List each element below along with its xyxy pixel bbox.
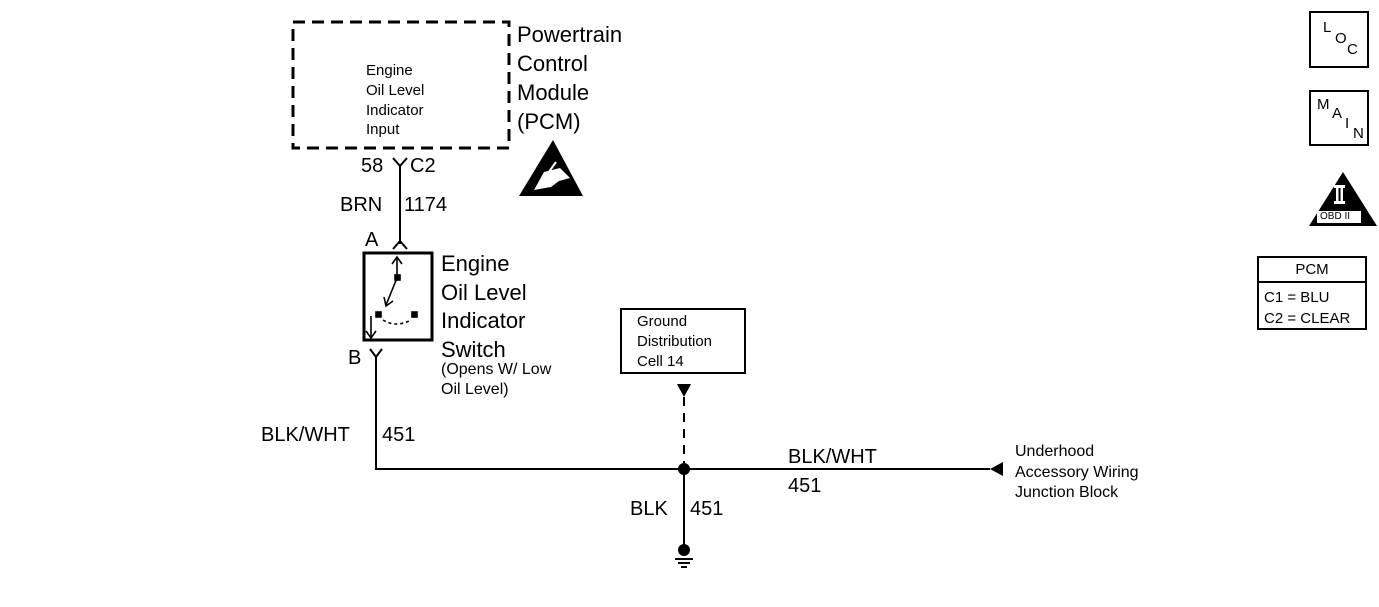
switch-title: Engine Oil Level Indicator Switch: [441, 250, 527, 364]
main-letter: M: [1317, 96, 1330, 113]
ground-distribution-label: Ground Distribution Cell 14: [637, 312, 712, 372]
pcm-connector-legend: PCM C1 = BLU C2 = CLEAR: [1257, 256, 1367, 330]
wire-brn-circuit: 1174: [404, 194, 448, 216]
switch-connector-b: [369, 348, 383, 359]
switch-title-line: Engine: [441, 251, 510, 276]
obd-ii-badge: [1309, 172, 1377, 226]
switch-title-line: Switch: [441, 336, 506, 362]
main-letter: A: [1332, 105, 1343, 122]
ground-distribution-box: [620, 308, 746, 374]
junction-block-line: Accessory Wiring: [1015, 463, 1139, 481]
pcm-input-line: Input: [366, 121, 400, 139]
obd-ii-numeral: II: [1329, 176, 1330, 177]
switch-contact-symbol: [365, 255, 418, 340]
loc-badge[interactable]: L O C: [1309, 11, 1369, 68]
main-letter: N: [1353, 125, 1364, 142]
esd-warning-icon: [519, 140, 583, 196]
switch-note-line: Oil Level): [441, 381, 509, 398]
loc-letter: O: [1335, 30, 1347, 47]
oil-level-switch-body: [362, 251, 434, 342]
pcm-title-line: Powertrain: [517, 22, 623, 47]
pcm-title: Powertrain Control Module (PCM): [517, 20, 622, 136]
junction-block-line: Underhood: [1015, 443, 1095, 460]
ground-distribution-line: Distribution: [637, 333, 713, 350]
wire-left-color: BLK/WHT: [261, 424, 350, 446]
pcm-legend-row: C2 = CLEAR: [1264, 310, 1351, 327]
pcm-input-line: Engine: [366, 62, 413, 79]
pcm-pin-number: 58: [361, 155, 384, 177]
obd-ii-label: OBD II: [1320, 211, 1351, 222]
wire-ground-circuit: 451: [690, 498, 724, 520]
pcm-connector-pin: [392, 157, 408, 168]
switch-terminal-b: B: [348, 347, 362, 369]
switch-terminal-a: A: [365, 229, 379, 251]
loc-letter: C: [1347, 41, 1358, 58]
switch-title-line: Indicator: [441, 308, 526, 333]
ground-cell-arrow-icon: [677, 384, 691, 397]
ground-symbol-icon: [675, 544, 693, 568]
pcm-connector-id: C2: [410, 155, 436, 177]
junction-block-arrow-icon: [990, 462, 1003, 476]
switch-title-line: Oil Level: [441, 279, 527, 305]
wire-ground-color: BLK: [630, 498, 668, 520]
wire-blk-wht-451-left: [375, 357, 684, 470]
loc-letter: L: [1323, 19, 1332, 36]
pcm-input-line: Indicator: [366, 101, 424, 119]
pcm-legend-title: PCM: [1259, 258, 1365, 283]
switch-note-line: (Opens W/ Low: [441, 361, 552, 378]
junction-block-line: Junction Block: [1015, 484, 1119, 501]
wire-right-color: BLK/WHT: [788, 446, 877, 468]
pcm-title-line: Module: [517, 80, 590, 105]
junction-block-label: Underhood Accessory Wiring Junction Bloc…: [1015, 442, 1139, 504]
pcm-input-line: Oil Level: [366, 81, 425, 99]
main-letter: I: [1345, 115, 1350, 132]
pcm-input-label: Engine Oil Level Indicator Input: [366, 61, 424, 140]
switch-connector-a: [392, 239, 408, 250]
wire-brn-color: BRN: [340, 194, 383, 216]
ground-distribution-line: Ground: [637, 313, 688, 330]
pcm-title-line: Control: [517, 51, 588, 76]
pcm-title-line: (PCM): [517, 109, 581, 134]
switch-note: (Opens W/ Low Oil Level): [441, 360, 551, 400]
wire-left-circuit: 451: [382, 424, 416, 446]
ground-distribution-line: Cell 14: [637, 353, 684, 370]
main-badge[interactable]: M A I N: [1309, 90, 1369, 146]
pcm-legend-row: C1 = BLU: [1264, 289, 1330, 306]
wire-right-circuit: 451: [788, 475, 822, 497]
